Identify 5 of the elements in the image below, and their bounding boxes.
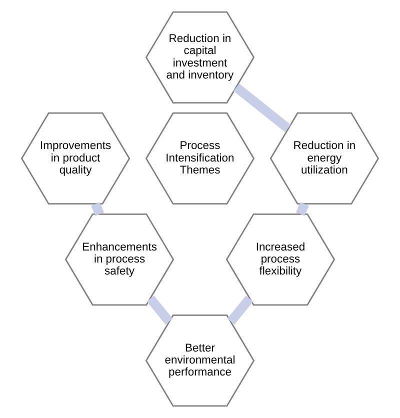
connector	[296, 202, 309, 216]
connector	[91, 202, 104, 216]
connector	[227, 296, 254, 324]
connector	[233, 84, 291, 132]
connector	[146, 296, 173, 324]
